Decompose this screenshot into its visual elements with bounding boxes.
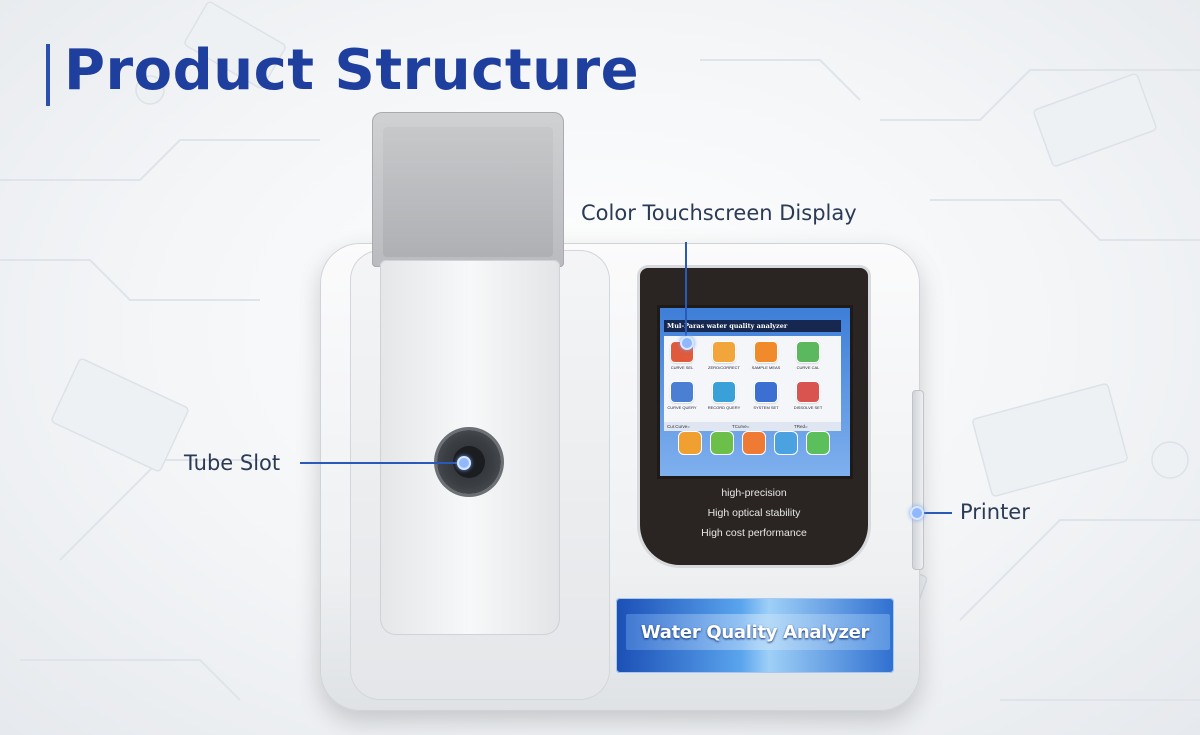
printer-slot: [912, 390, 924, 570]
screen-menu-icon: [713, 342, 735, 362]
panel-line-3: High cost performance: [701, 527, 807, 539]
screen-button-home-icon: [679, 432, 701, 454]
screen-menu-label: ZERO/CORRECT: [708, 365, 740, 370]
screen-menu-icon: [671, 382, 693, 402]
screen-menu-label: RECORD QUERY: [707, 405, 741, 410]
callout-tube-slot-label: Tube Slot: [184, 451, 281, 475]
page-title: Product Structure: [64, 38, 640, 103]
screen-menu-label: DISSOLVE SET: [793, 405, 823, 410]
screen-menu-icon: [713, 382, 735, 402]
callout-printer-label: Printer: [960, 500, 1030, 524]
footer-t-red: TRed=: [794, 424, 808, 429]
panel-line-1: high-precision: [721, 487, 787, 499]
callout-display-label: Color Touchscreen Display: [581, 201, 857, 225]
screen-menu-icon: [797, 382, 819, 402]
callout-tube-slot-line: [300, 462, 460, 464]
screen-header: Mul-Paras water quality analyzer: [664, 320, 841, 332]
screen-menu-label: SAMPLE MEAS: [751, 365, 781, 370]
screen-menu-icon: [797, 342, 819, 362]
screen-button-print-icon: [807, 432, 829, 454]
screen-button-upload-icon: [775, 432, 797, 454]
screen-menu-label: CURVE CAL: [796, 365, 820, 370]
callout-display-dot: [680, 336, 694, 350]
screen-menu-label: CURVE QUERY: [667, 405, 697, 410]
screen-menu-icon: [755, 342, 777, 362]
title-accent-bar: [46, 44, 50, 106]
screen-footer: Cur.Curve= TCurve= TRed=: [664, 422, 841, 431]
callout-display-line: [685, 242, 687, 340]
screen-button-settings-icon: [743, 432, 765, 454]
callout-printer-dot: [910, 506, 924, 520]
panel-line-2: High optical stability: [707, 507, 801, 519]
screen-menu-label: SYSTEM SET: [753, 405, 779, 410]
callout-tube-slot-dot: [457, 456, 471, 470]
brand-plate-highlight: [626, 614, 890, 650]
screen-menu-icon: [755, 382, 777, 402]
screen-menu-label: CURVE SEL: [670, 365, 694, 370]
footer-cur-curve: Cur.Curve=: [667, 424, 690, 429]
screen-button-back-icon: [711, 432, 733, 454]
footer-t-curve: TCurve=: [732, 424, 750, 429]
callout-printer-line: [920, 512, 952, 514]
brand-label: Water Quality Analyzer: [640, 622, 870, 643]
chamber-lid-inner: [383, 127, 553, 257]
